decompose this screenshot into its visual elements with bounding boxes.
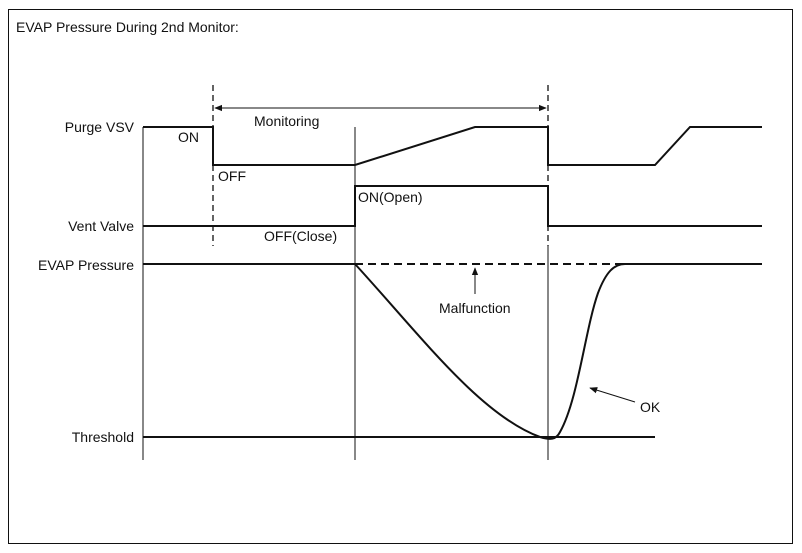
purge-vsv-off-label: OFF [218, 168, 246, 184]
monitoring-label: Monitoring [254, 113, 319, 129]
purge-vsv-on-label: ON [178, 129, 199, 145]
diagram-frame [8, 9, 793, 544]
ok-label: OK [640, 399, 661, 415]
ok-arrow [589, 387, 636, 403]
purge-vsv-signal [143, 126, 762, 166]
vent-valve-signal [143, 185, 762, 227]
diagram-title: EVAP Pressure During 2nd Monitor: [16, 19, 239, 35]
evap-pressure-label: EVAP Pressure [38, 257, 134, 273]
threshold-label: Threshold [72, 429, 134, 445]
purge-vsv-label: Purge VSV [65, 119, 135, 135]
malfunction-label: Malfunction [439, 300, 511, 316]
vent-valve-label: Vent Valve [68, 218, 134, 234]
ok-pressure-trace [354, 263, 626, 440]
vent-valve-on-open-label: ON(Open) [358, 189, 423, 205]
vent-valve-off-close-label: OFF(Close) [264, 228, 337, 244]
